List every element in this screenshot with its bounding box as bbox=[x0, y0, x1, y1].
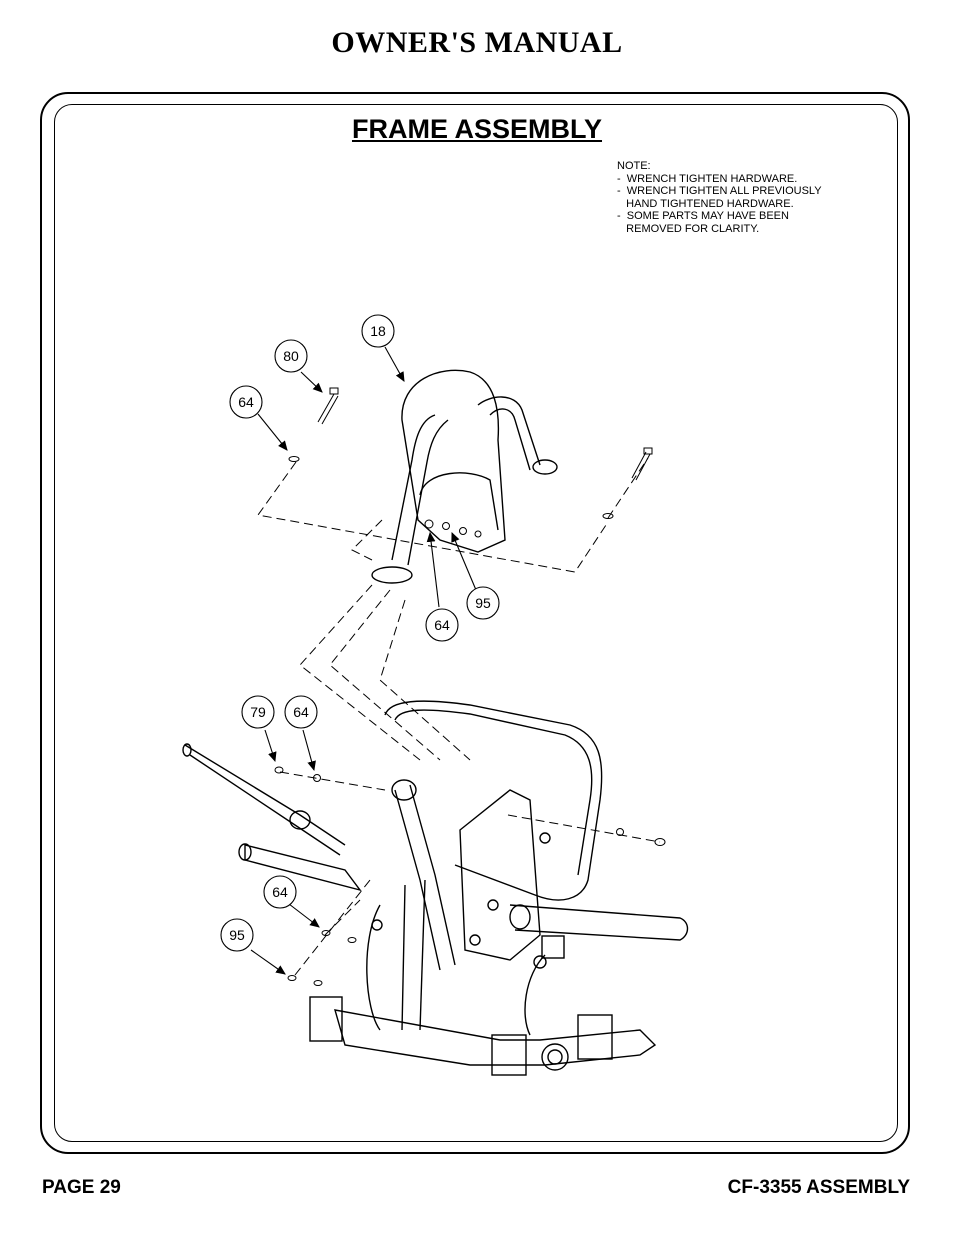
inner-frame-border bbox=[54, 104, 898, 1142]
hardware-upper bbox=[288, 387, 653, 538]
callout-label: 18 bbox=[370, 323, 386, 339]
callout-79: 79 bbox=[241, 695, 275, 729]
callout-label: 95 bbox=[229, 927, 245, 943]
assembly-note: NOTE: - WRENCH TIGHTEN HARDWARE. - WRENC… bbox=[617, 160, 822, 235]
callout-label: 79 bbox=[250, 704, 266, 720]
note-line: - SOME PARTS MAY HAVE BEEN bbox=[617, 210, 789, 222]
callout-label: 64 bbox=[293, 704, 309, 720]
callout-label: 64 bbox=[272, 884, 288, 900]
note-line: REMOVED FOR CLARITY. bbox=[617, 222, 760, 235]
callout-18: 18 bbox=[361, 314, 395, 348]
model-assembly-label: CF-3355 ASSEMBLY bbox=[727, 1177, 910, 1198]
dashed-guide-lines bbox=[257, 457, 661, 976]
callout-label: 64 bbox=[238, 394, 254, 410]
manual-title: OWNER'S MANUAL bbox=[331, 26, 623, 59]
callout-64: 64 bbox=[263, 875, 297, 909]
outer-frame-border bbox=[40, 92, 910, 1154]
note-line: - WRENCH TIGHTEN ALL PREVIOUSLY bbox=[617, 185, 822, 197]
section-title: FRAME ASSEMBLY bbox=[351, 114, 603, 144]
callout-label: 64 bbox=[434, 617, 450, 633]
note-line: - WRENCH TIGHTEN HARDWARE. bbox=[617, 172, 798, 185]
callout-64: 64 bbox=[284, 695, 318, 729]
callout-64: 64 bbox=[425, 608, 459, 642]
callout-64: 64 bbox=[229, 385, 263, 419]
page-number: PAGE 29 bbox=[42, 1177, 121, 1198]
callout-leaders bbox=[250, 346, 477, 975]
hardware-lower bbox=[274, 766, 666, 986]
main-frame-assembly bbox=[182, 700, 689, 1076]
callout-95: 95 bbox=[220, 918, 254, 952]
callout-95: 95 bbox=[466, 586, 500, 620]
callout-80: 80 bbox=[274, 339, 308, 373]
callout-label: 80 bbox=[283, 348, 299, 364]
part-18-seat-back-bracket bbox=[371, 369, 558, 584]
callout-label: 95 bbox=[475, 595, 491, 611]
note-line: HAND TIGHTENED HARDWARE. bbox=[617, 197, 794, 210]
note-line: NOTE: bbox=[617, 160, 651, 172]
